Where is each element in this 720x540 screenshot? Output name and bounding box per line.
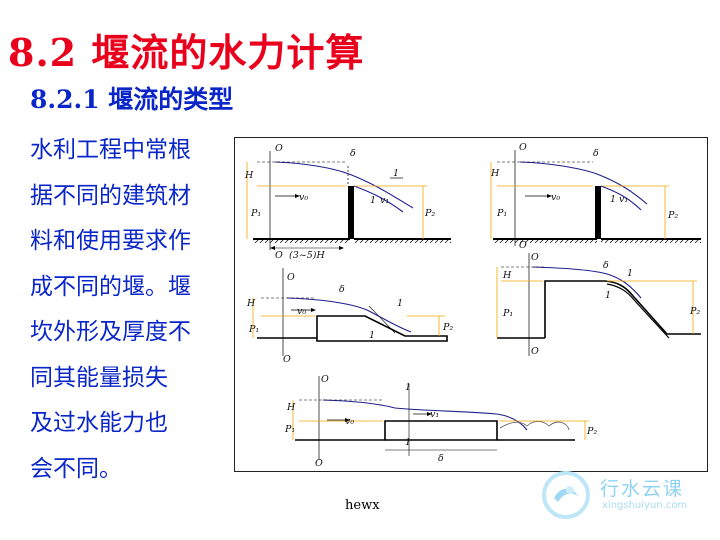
weir-body — [384, 420, 498, 441]
label-p2: P₂ — [667, 210, 678, 221]
water-surface — [322, 399, 528, 431]
broad-crested-weir-diagram: O H P₁ P₂ v₀ v₁ 1 1 δ O — [284, 374, 597, 469]
label-p1: P₁ — [248, 324, 259, 335]
label-origin: O — [531, 346, 539, 357]
footer-author: hewx — [345, 498, 380, 513]
label-head: H — [286, 402, 296, 413]
ogee-crest — [544, 280, 701, 338]
label-p1: P₁ — [250, 208, 261, 219]
water-surface — [532, 266, 642, 299]
label-one: 1 — [370, 195, 376, 206]
label-p2: P₂ — [586, 426, 597, 437]
page-title: 8.2 堰流的水力计算 — [8, 30, 365, 75]
section-subtitle: 8.2.1 堰流的类型 — [30, 85, 234, 114]
watermark: 行水云课 xingshuiyun.com — [540, 470, 715, 520]
label-delta: δ — [339, 284, 345, 295]
body-line: 会不同。 — [30, 455, 122, 482]
body-line: 水利工程中常根 — [30, 137, 191, 163]
upper-nappe — [274, 161, 414, 209]
weir-body — [316, 315, 448, 342]
label-v0: v₀ — [551, 192, 560, 203]
label-origin: O — [275, 250, 283, 261]
weir-types-figure: O H P₁ P₂ v₀ v₁ 1 1 δ O (3~5)H O H P₁ P₂… — [234, 137, 708, 472]
label-v1: v₁ — [430, 409, 439, 420]
label-p2: P₂ — [689, 306, 700, 317]
label-head: H — [490, 168, 500, 179]
label-delta: δ — [603, 260, 609, 271]
ogee-weir-diagram: O H P₁ P₂ δ 1 1 O — [496, 252, 701, 357]
label-p2: P₂ — [424, 208, 435, 219]
body-line: 成不同的堰。堰 — [30, 273, 191, 300]
label-delta: δ — [593, 148, 599, 159]
hydraulic-jump — [499, 421, 570, 431]
label-one: 1 — [393, 168, 399, 179]
lower-nappe — [353, 185, 404, 213]
sharp-weir-diagram-right: O H P₁ P₂ v₀ v₁ 1 δ O — [490, 142, 701, 251]
label-one: 1 — [627, 268, 633, 279]
label-head: H — [502, 270, 512, 281]
body-line: 及过水能力也 — [30, 410, 168, 436]
label-v0: v₀ — [345, 416, 354, 427]
label-one: 1 — [605, 290, 611, 301]
watermark-logo-icon — [542, 471, 590, 519]
label-head: H — [244, 170, 254, 181]
watermark-url: xingshuiyun.com — [602, 500, 688, 511]
label-origin: O — [287, 272, 295, 283]
practical-weir-diagram: O H P₁ P₂ v₀ δ 1 1 O — [246, 268, 453, 365]
label-one: 1 — [405, 382, 411, 393]
upper-nappe — [519, 161, 648, 205]
body-paragraph: 水利工程中常根 据不同的建筑材 料和使用要求作 成不同的堰。堰 坎外形及厚度不 … — [30, 128, 230, 492]
label-one: 1 — [397, 298, 403, 309]
label-head: H — [246, 298, 256, 309]
label-length-range: (3~5)H — [289, 250, 325, 261]
label-origin: O — [315, 458, 323, 469]
weir-plate — [595, 186, 601, 239]
label-p1: P₁ — [496, 208, 507, 219]
label-origin: O — [531, 252, 539, 263]
label-delta: δ — [350, 148, 356, 159]
sharp-crested-weir-diagram: O H P₁ P₂ v₀ v₁ 1 1 δ O (3~5)H — [244, 143, 451, 261]
label-one: 1 — [405, 437, 411, 448]
label-one: 1 — [610, 194, 616, 205]
label-origin: O — [519, 142, 527, 153]
label-v0: v₀ — [297, 306, 306, 317]
label-origin: O — [283, 354, 291, 365]
label-p1: P₁ — [284, 424, 295, 435]
label-delta: δ — [438, 453, 444, 464]
label-p2: P₂ — [442, 322, 453, 333]
body-line: 料和使用要求作 — [30, 228, 191, 254]
label-origin: O — [275, 143, 283, 154]
body-line: 同其能量损失 — [30, 364, 168, 391]
label-v1: v₁ — [380, 195, 389, 206]
water-surface — [286, 297, 412, 333]
label-v0: v₀ — [299, 192, 308, 203]
watermark-text: 行水云课 — [600, 478, 685, 500]
weir-plate — [348, 186, 354, 239]
body-line: 坎外形及厚度不 — [30, 319, 191, 345]
label-origin: O — [321, 374, 329, 385]
label-p1: P₁ — [502, 308, 513, 319]
label-one: 1 — [369, 330, 375, 341]
label-origin: O — [519, 240, 527, 251]
body-line: 据不同的建筑材 — [30, 182, 191, 209]
lower-nappe — [600, 185, 642, 211]
label-v1: v₁ — [619, 194, 628, 205]
